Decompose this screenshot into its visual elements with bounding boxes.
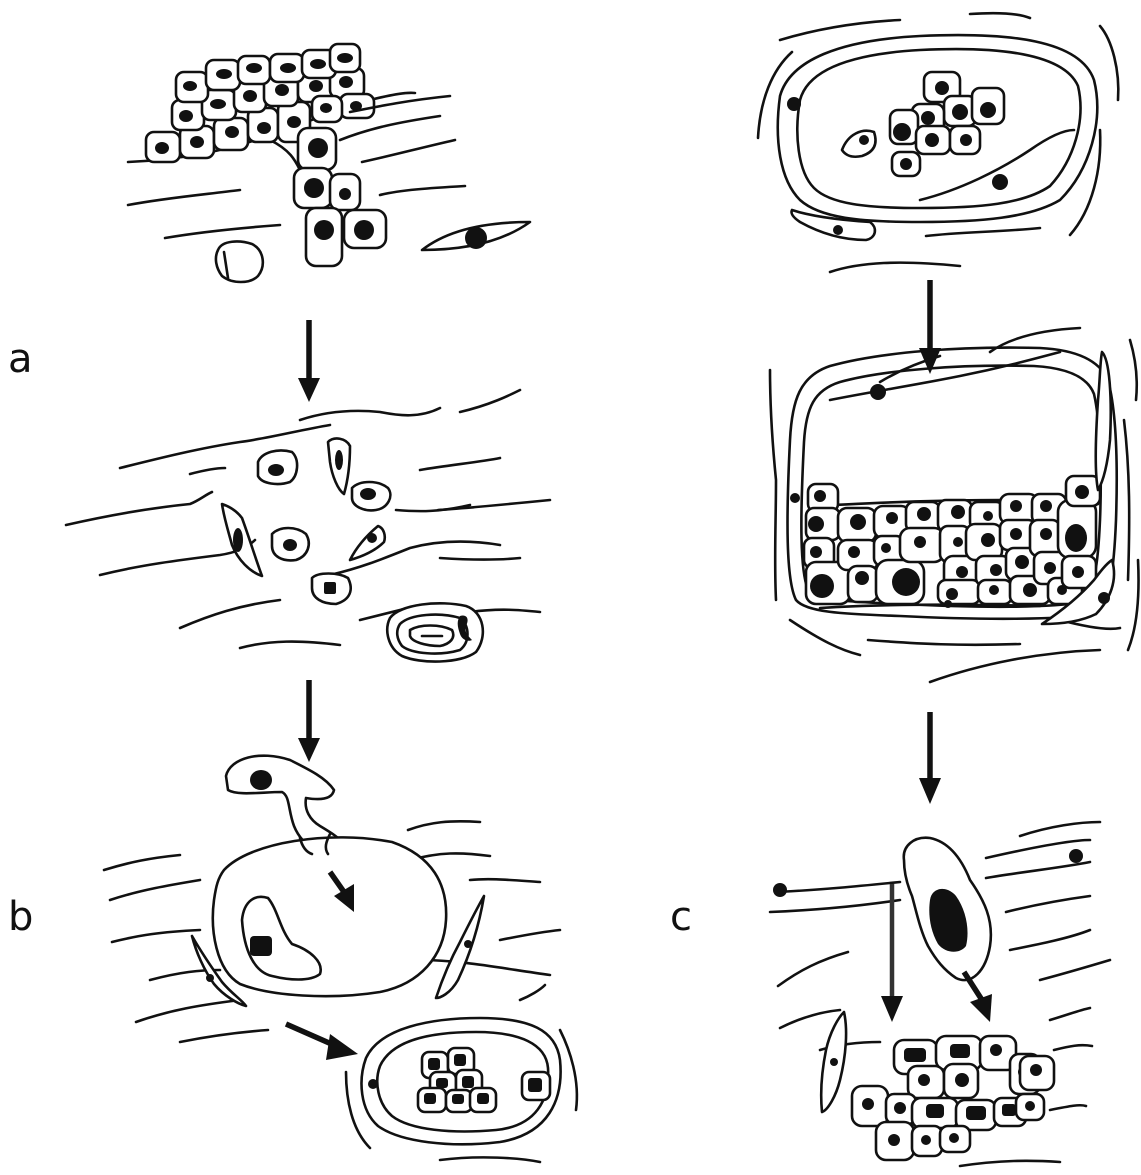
arrow-right-2	[919, 712, 941, 804]
right-stage-1-vessel	[758, 13, 1118, 272]
extravasated-cell-cluster	[852, 1036, 1054, 1160]
vessel-cell-mass	[804, 476, 1100, 604]
arrow-right-3-down	[881, 884, 903, 1022]
panel-label-c: c	[670, 894, 692, 940]
arrow-diag-to-cluster	[286, 1024, 358, 1060]
panel-label-b: b	[8, 894, 33, 940]
round-cell	[216, 242, 263, 282]
invading-cell-column	[294, 128, 386, 266]
left-stage-2-scattered-cells	[66, 390, 550, 662]
right-stage-2-filled-vessel	[770, 328, 1139, 682]
right-stage-3-extravasation	[770, 822, 1110, 1166]
arrow-left-2	[298, 680, 320, 762]
arrow-right-3-diag	[964, 972, 992, 1022]
left-stage-1-epithelium	[128, 44, 530, 282]
arrow-left-1	[298, 320, 320, 402]
epithelial-cell-layer	[146, 44, 374, 162]
panel-label-a: a	[8, 336, 33, 382]
